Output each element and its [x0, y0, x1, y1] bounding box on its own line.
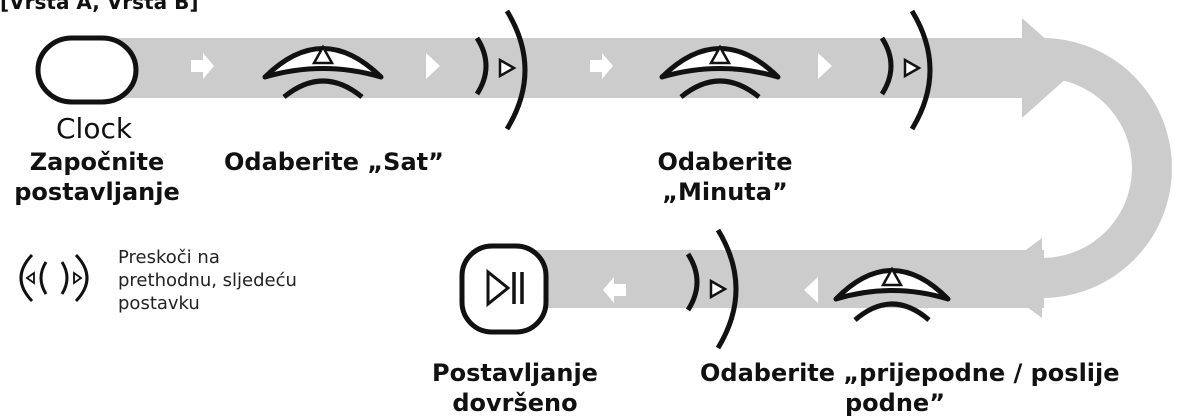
- step-start-line: Započnite: [29, 148, 165, 176]
- step-minute-label: Odaberite „Minuta”: [640, 147, 810, 207]
- clock-button-label: Clock: [56, 112, 133, 145]
- legend-text: Preskoči na prethodnu, sljedeću postavku: [118, 246, 297, 315]
- step-hour-line: Odaberite „Sat”: [224, 148, 444, 176]
- next-icon[interactable]: [879, 9, 933, 131]
- right-arrow: [426, 53, 440, 79]
- step-ampm-label: Odaberite „prijepodne / poslije podne”: [700, 358, 1120, 418]
- left-triangle-icon: [25, 271, 35, 285]
- step-hour-label: Odaberite „Sat”: [224, 147, 444, 177]
- track-return-curve: [1042, 38, 1172, 298]
- play-pause-button[interactable]: [459, 243, 549, 335]
- legend-line: Preskoči na: [118, 247, 220, 268]
- next-inner-bracket: [60, 261, 69, 295]
- track-top-segment: [80, 18, 1078, 118]
- legend-line: prethodnu, sljedeću: [118, 270, 297, 291]
- right-triangle-icon: [498, 57, 517, 79]
- up-triangle-icon: [311, 44, 335, 65]
- next-inner-bracket: [685, 252, 700, 312]
- dial-icon[interactable]: [262, 44, 384, 99]
- step-ampm-line: Odaberite „prijepodne / poslije: [700, 359, 1120, 387]
- next-inner-bracket: [879, 36, 894, 96]
- dial-lower-arc: [282, 78, 364, 99]
- left-arrow: [804, 277, 818, 303]
- left-arrow: [603, 277, 626, 303]
- step-start-line: postavljanje: [14, 178, 180, 206]
- next-inner-bracket: [474, 36, 489, 96]
- prev-outer-bracket: [19, 253, 34, 303]
- track-bottom-segment: [500, 250, 1044, 308]
- next-outer-bracket: [715, 228, 739, 350]
- model-header: [Vrsta A, Vrsta B]: [0, 0, 199, 14]
- next-outer-bracket: [504, 9, 528, 131]
- step-start-label: Započnite postavljanje: [12, 147, 182, 207]
- right-arrow: [818, 53, 832, 79]
- up-triangle-icon: [880, 266, 904, 287]
- step-done-line: Postavljanje: [432, 359, 598, 387]
- track: [80, 18, 1172, 318]
- step-ampm-line: podne”: [845, 389, 945, 417]
- dial-lower-arc: [679, 78, 761, 99]
- next-icon[interactable]: [474, 9, 528, 131]
- dial-icon[interactable]: [833, 266, 951, 322]
- prev-inner-bracket: [39, 261, 48, 295]
- right-triangle-icon: [903, 57, 922, 79]
- dial-lower-arc: [853, 301, 931, 322]
- next-icon[interactable]: [685, 228, 739, 350]
- start-button[interactable]: [35, 35, 139, 105]
- up-triangle-icon: [708, 44, 732, 65]
- dial-icon[interactable]: [659, 44, 781, 99]
- right-triangle-icon: [709, 278, 728, 300]
- right-triangle-icon: [73, 271, 83, 285]
- legend-line: postavku: [118, 293, 200, 314]
- legend-prev-next-icon: [19, 253, 89, 303]
- right-arrow: [590, 53, 613, 79]
- step-done-line: dovršeno: [452, 389, 578, 417]
- step-done-label: Postavljanje dovršeno: [430, 358, 600, 418]
- next-outer-bracket: [909, 9, 933, 131]
- step-minute-line: „Minuta”: [662, 178, 788, 206]
- right-arrow: [191, 53, 214, 79]
- next-outer-bracket: [74, 253, 89, 303]
- step-minute-line: Odaberite: [657, 148, 793, 176]
- play-pause-icon: [486, 268, 511, 308]
